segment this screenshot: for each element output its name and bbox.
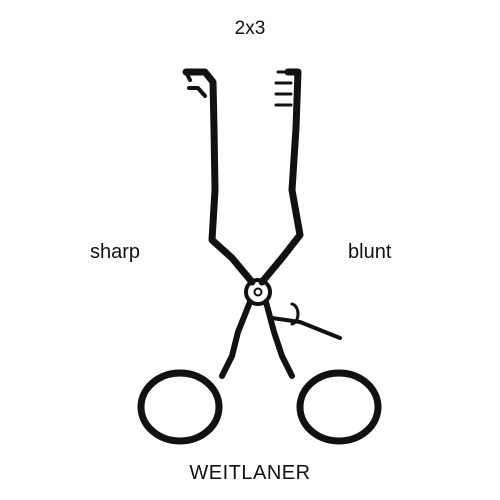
instrument-name: WEITLANER (189, 462, 311, 484)
teeth-label: 2x3 (234, 18, 266, 39)
left-handle (137, 299, 253, 445)
sharp-label: sharp (90, 241, 141, 263)
pivot-lock (244, 278, 272, 306)
right-arm (258, 68, 304, 286)
blunt-label: blunt (348, 241, 392, 263)
right-handle (263, 299, 382, 445)
left-arm (182, 68, 256, 286)
ratchet-bar (270, 302, 342, 340)
